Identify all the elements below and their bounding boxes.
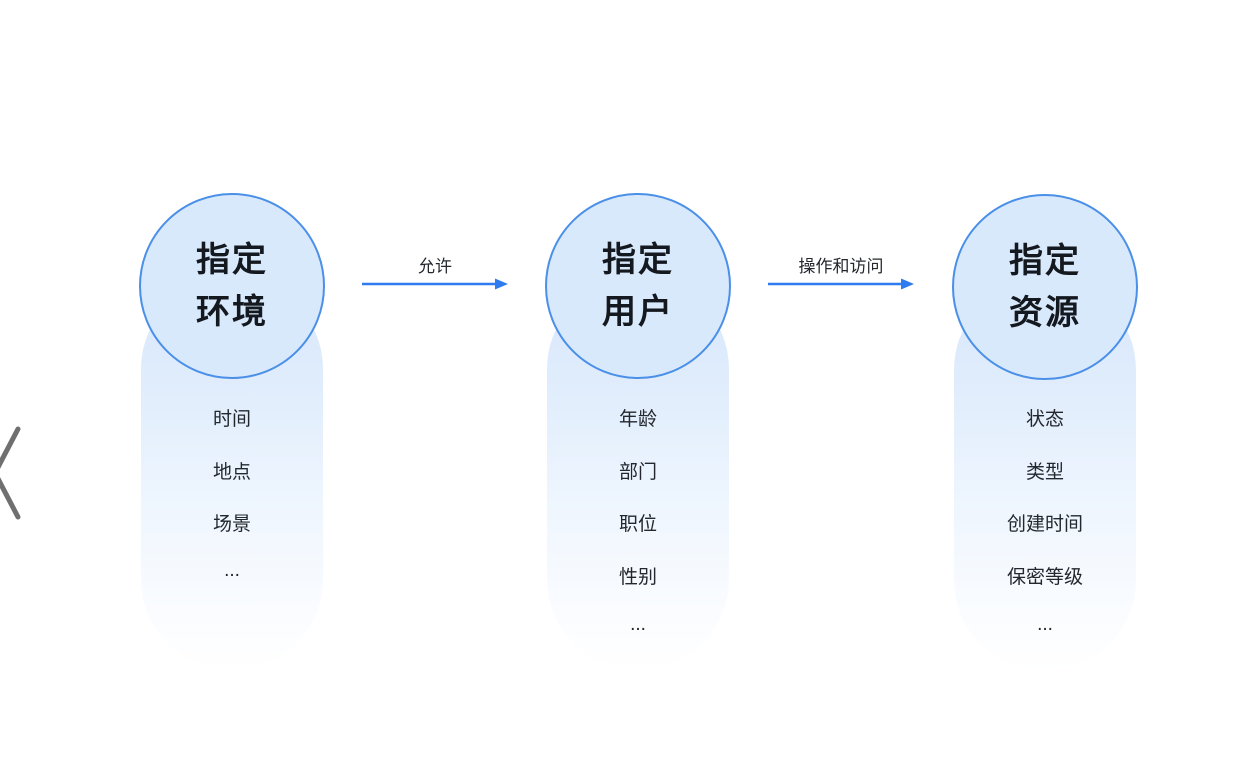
arrow-allow: 允许 (362, 252, 508, 296)
arrow-allow-label: 允许 (418, 257, 452, 276)
chevron-left-icon[interactable] (0, 424, 22, 522)
attribute-item: 部门 (618, 462, 657, 483)
node-user-line1: 指定 (602, 241, 674, 279)
attribute-item: 年龄 (618, 409, 657, 430)
node-user: 指定 用户 (545, 193, 731, 379)
node-resource-line1: 指定 (1009, 242, 1081, 280)
attribute-item: 状态 (1025, 409, 1064, 430)
attribute-item: 职位 (618, 514, 657, 535)
node-environment-line1: 指定 (196, 241, 268, 279)
attribute-item: ... (1037, 614, 1053, 635)
arrow-right-icon (768, 278, 914, 290)
attribute-item: 场景 (212, 514, 251, 535)
node-resource: 指定 资源 (952, 194, 1138, 380)
attribute-item: 性别 (618, 567, 657, 588)
attribute-item: 创建时间 (1006, 514, 1083, 535)
arrow-operate-access: 操作和访问 (768, 252, 914, 296)
node-environment: 指定 环境 (139, 193, 325, 379)
attribute-item: ... (224, 560, 240, 581)
attribute-item: 类型 (1025, 462, 1064, 483)
arrow-operate-access-label: 操作和访问 (798, 257, 884, 276)
node-environment-line2: 环境 (196, 293, 268, 331)
attribute-item: 保密等级 (1006, 567, 1083, 588)
node-resource-line2: 资源 (1009, 294, 1081, 332)
attribute-item: ... (630, 614, 646, 635)
attribute-item: 地点 (212, 462, 251, 483)
attribute-item: 时间 (212, 409, 251, 430)
arrow-right-icon (362, 278, 508, 290)
node-user-line2: 用户 (602, 293, 674, 331)
